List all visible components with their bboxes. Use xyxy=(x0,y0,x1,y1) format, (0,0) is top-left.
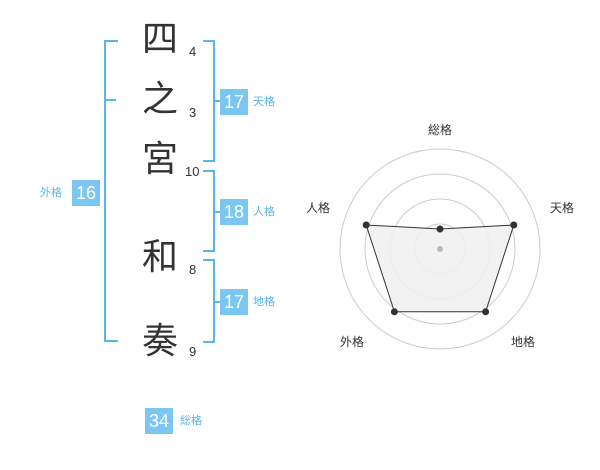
stroke-count-2: 3 xyxy=(189,105,197,120)
radar-value-polygon xyxy=(365,224,515,313)
stroke-count-1: 4 xyxy=(189,44,197,59)
tenkaku-value: 17 xyxy=(220,89,248,115)
soukaku-label: 総格 xyxy=(180,414,202,427)
char-4: 和 xyxy=(141,237,178,278)
radar-point-0 xyxy=(436,225,444,233)
jinkaku-tick xyxy=(213,211,221,213)
radar-axis-label-tenkaku: 天格 xyxy=(550,201,575,215)
jinkaku-value: 18 xyxy=(220,199,248,225)
radar-axis-label-gaikaku: 外格 xyxy=(340,335,365,349)
stroke-count-5: 9 xyxy=(189,344,197,359)
char-3: 宮 xyxy=(141,139,178,180)
char-2: 之 xyxy=(141,79,178,120)
radar-ring-4 xyxy=(339,148,541,350)
chikaku-label: 地格 xyxy=(253,295,275,308)
radar-point-1 xyxy=(510,221,518,229)
stroke-count-3: 10 xyxy=(185,164,200,179)
chikaku-tick xyxy=(213,301,221,303)
radar-axis-label-chikaku: 地格 xyxy=(511,335,536,349)
gaikaku-label: 外格 xyxy=(40,186,62,199)
radar-center-dot xyxy=(437,246,443,252)
radar-axis-label-soukaku: 総格 xyxy=(428,123,453,137)
radar-point-2 xyxy=(482,308,490,316)
radar-ring-3 xyxy=(364,173,516,325)
radar-point-4 xyxy=(362,221,370,229)
gaikaku-value: 16 xyxy=(72,180,100,206)
char-5: 奏 xyxy=(141,321,178,362)
chikaku-value: 17 xyxy=(220,289,248,315)
radar-point-3 xyxy=(390,308,398,316)
soukaku-value: 34 xyxy=(145,408,173,434)
gaikaku-bracket xyxy=(104,40,118,342)
tenkaku-tick xyxy=(213,100,221,102)
gaikaku-bracket-mid xyxy=(104,99,116,101)
jinkaku-label: 人格 xyxy=(253,205,275,218)
char-1: 四 xyxy=(141,19,178,60)
stroke-count-4: 8 xyxy=(189,262,197,277)
tenkaku-label: 天格 xyxy=(253,95,275,108)
radar-points xyxy=(362,221,518,316)
radar-axis-label-jinkaku: 人格 xyxy=(306,201,331,215)
